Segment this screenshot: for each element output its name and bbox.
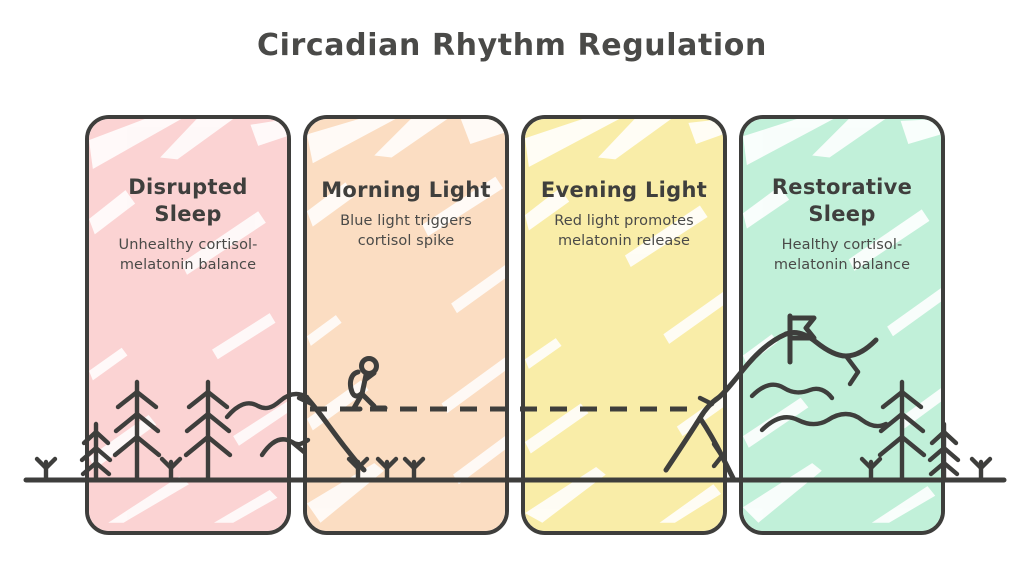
grass-tuft — [34, 456, 58, 483]
panel-title: Evening Light — [540, 178, 708, 202]
page-title: Circadian Rhythm Regulation — [257, 28, 767, 63]
panel-subtitle: Unhealthy cortisol- melatonin balance — [118, 236, 258, 273]
panel-text-block: Restorative Sleep Healthy cortisol- mela… — [743, 174, 941, 275]
panel-subtitle: Blue light triggers cortisol spike — [340, 212, 472, 249]
panel-title: Disrupted Sleep — [128, 175, 248, 226]
panel-title: Restorative Sleep — [771, 175, 913, 226]
panel-evening-light[interactable]: Evening Light Red light promotes melaton… — [521, 115, 727, 535]
panel-subtitle: Healthy cortisol- melatonin balance — [773, 236, 911, 273]
panel-title: Morning Light — [321, 178, 491, 202]
panel-subtitle: Red light promotes melatonin release — [554, 212, 694, 249]
grass-tuft — [969, 456, 993, 483]
panel-morning-light[interactable]: Morning Light Blue light triggers cortis… — [303, 115, 509, 535]
panel-disrupted-sleep[interactable]: Disrupted Sleep Unhealthy cortisol- mela… — [85, 115, 291, 535]
panel-text-block: Disrupted Sleep Unhealthy cortisol- mela… — [89, 174, 287, 275]
panel-text-block: Evening Light Red light promotes melaton… — [525, 177, 723, 251]
panel-restorative-sleep[interactable]: Restorative Sleep Healthy cortisol- mela… — [739, 115, 945, 535]
panel-text-block: Morning Light Blue light triggers cortis… — [307, 177, 505, 251]
